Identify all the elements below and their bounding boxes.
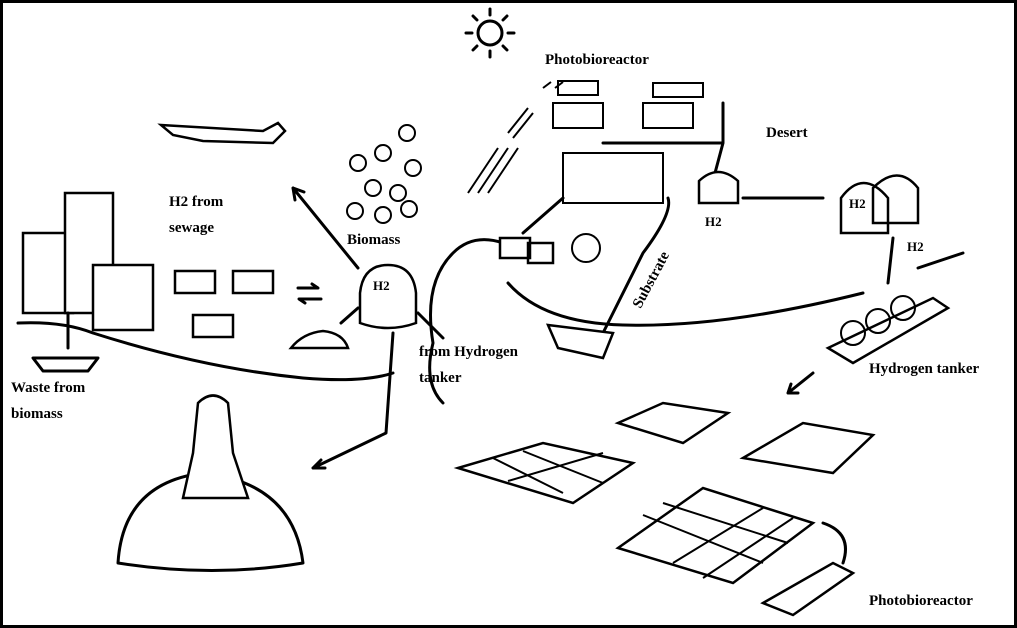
city-buildings	[21, 191, 155, 332]
hydrogen-tanker-ship	[825, 295, 951, 365]
label-h2-tank-storage: H2	[849, 196, 866, 211]
biomass-trees	[346, 124, 422, 224]
label-hydrogen-tanker: Hydrogen tanker	[869, 361, 980, 377]
arrow-to-airplane	[291, 186, 360, 270]
label-h2-tank-desert: H2	[705, 214, 722, 229]
arrows-to-houses	[296, 282, 323, 305]
label-waste-from-biomass-1: Waste from	[11, 380, 86, 396]
arrow-to-space	[311, 331, 395, 470]
substrate-boat	[545, 323, 615, 360]
airplane-icon	[157, 121, 287, 145]
desert-photobioreactor-complex	[467, 80, 920, 335]
label-from-hydrogen-tanker-1: from Hydrogen	[419, 344, 519, 360]
label-photobioreactor-top: Photobioreactor	[545, 52, 649, 68]
label-h2-tank-center: H2	[373, 278, 390, 293]
label-desert: Desert	[766, 125, 808, 141]
diagram-drawing	[16, 7, 965, 617]
space-shuttle-icon	[181, 394, 250, 500]
waste-boat	[31, 311, 100, 373]
label-waste-from-biomass-2: biomass	[11, 406, 63, 422]
pipeline	[428, 238, 505, 405]
label-biomass: Biomass	[347, 232, 401, 248]
label-photobioreactor-bottom: Photobioreactor	[869, 593, 973, 609]
houses	[173, 269, 275, 339]
ocean-photobioreactors	[453, 401, 876, 617]
island	[116, 471, 305, 572]
label-from-hydrogen-tanker-2: tanker	[419, 370, 462, 386]
arrow-to-car	[339, 306, 360, 325]
central-h2-tank	[358, 263, 418, 330]
arrow-to-ocean	[786, 371, 815, 395]
car-icon	[288, 329, 350, 350]
sun-icon	[464, 7, 516, 59]
label-h2-from-sewage-1: H2 from	[169, 194, 224, 210]
land-outline-right	[506, 251, 965, 327]
label-h2-from-sewage-2: sewage	[169, 220, 214, 236]
label-h2-pipe: H2	[907, 239, 924, 254]
